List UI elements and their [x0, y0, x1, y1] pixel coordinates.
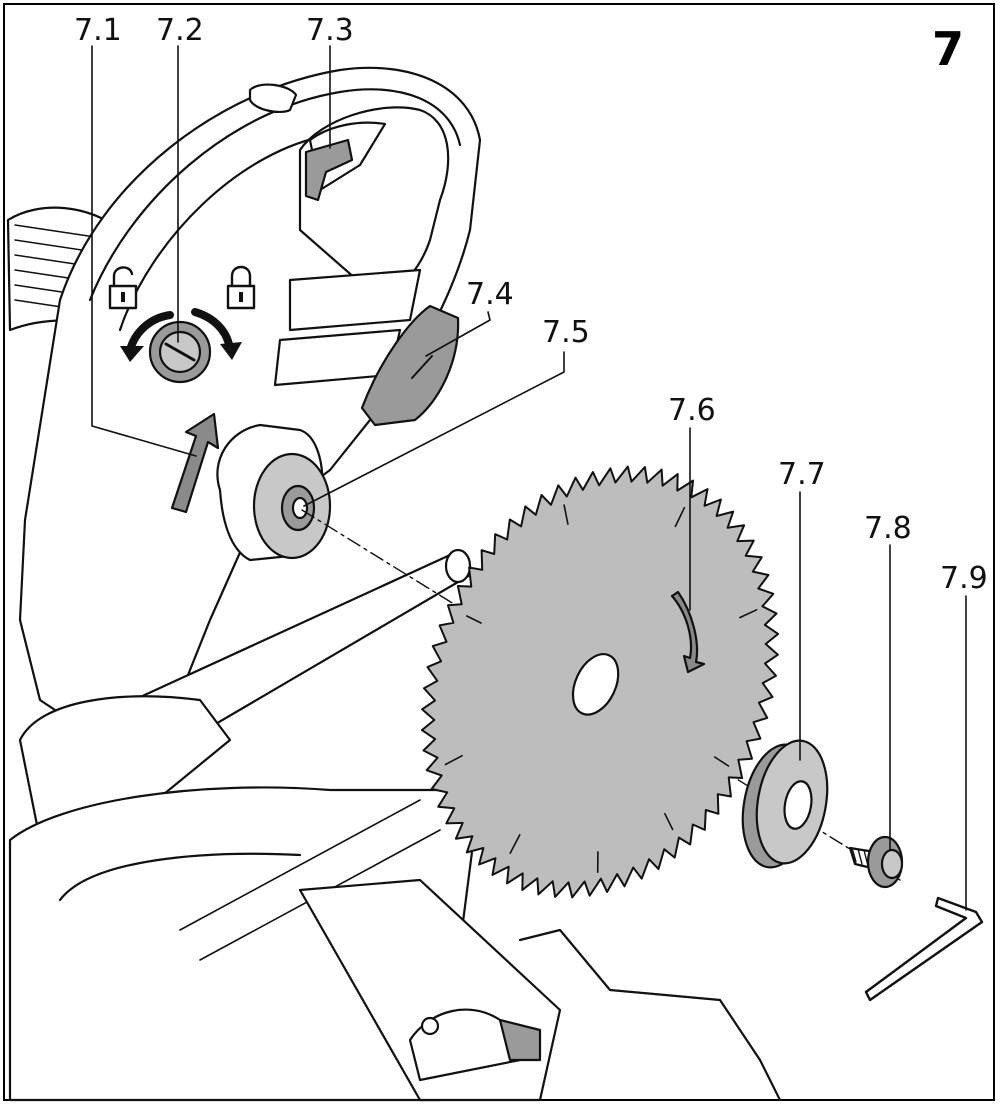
saw-base [8, 786, 782, 1102]
rotation-direction-arrow-icon [170, 412, 220, 514]
callout-7-2: 7.2 [156, 13, 204, 48]
blade-expansion-slot [664, 812, 674, 831]
lock-icon [226, 265, 256, 310]
callout-7-6: 7.6 [668, 393, 716, 428]
blade-expansion-slot [563, 504, 569, 525]
flange-bolt [848, 835, 904, 889]
blade-expansion-slot [444, 754, 463, 766]
saw-blade [420, 465, 780, 899]
callout-7-8: 7.8 [864, 511, 912, 546]
unlock-icon [108, 266, 138, 310]
callout-7-1: 7.1 [74, 13, 122, 48]
leader-lines [91, 45, 967, 911]
blade-expansion-slot [674, 506, 686, 528]
blade-expansion-slot [509, 834, 521, 854]
blade-expansion-slot [466, 615, 482, 624]
figure-number: 7 [931, 22, 964, 76]
slide-rod [18, 548, 472, 842]
blade-guard-lever-part [360, 304, 460, 427]
blade-expansion-slot [739, 609, 758, 619]
inner-flange [216, 423, 332, 562]
hex-key [864, 896, 984, 1002]
callout-7-4: 7.4 [466, 277, 514, 312]
callout-7-7: 7.7 [778, 457, 826, 492]
callout-7-5: 7.5 [542, 315, 590, 350]
blade-expansion-slot [713, 756, 730, 767]
outer-flange [741, 739, 829, 869]
callout-7-9: 7.9 [940, 561, 988, 596]
handle-trigger-part [304, 138, 354, 202]
rotate-left-arrow-icon [126, 311, 174, 354]
callout-7-3: 7.3 [306, 13, 354, 48]
spindle-lock-knob [148, 320, 212, 384]
